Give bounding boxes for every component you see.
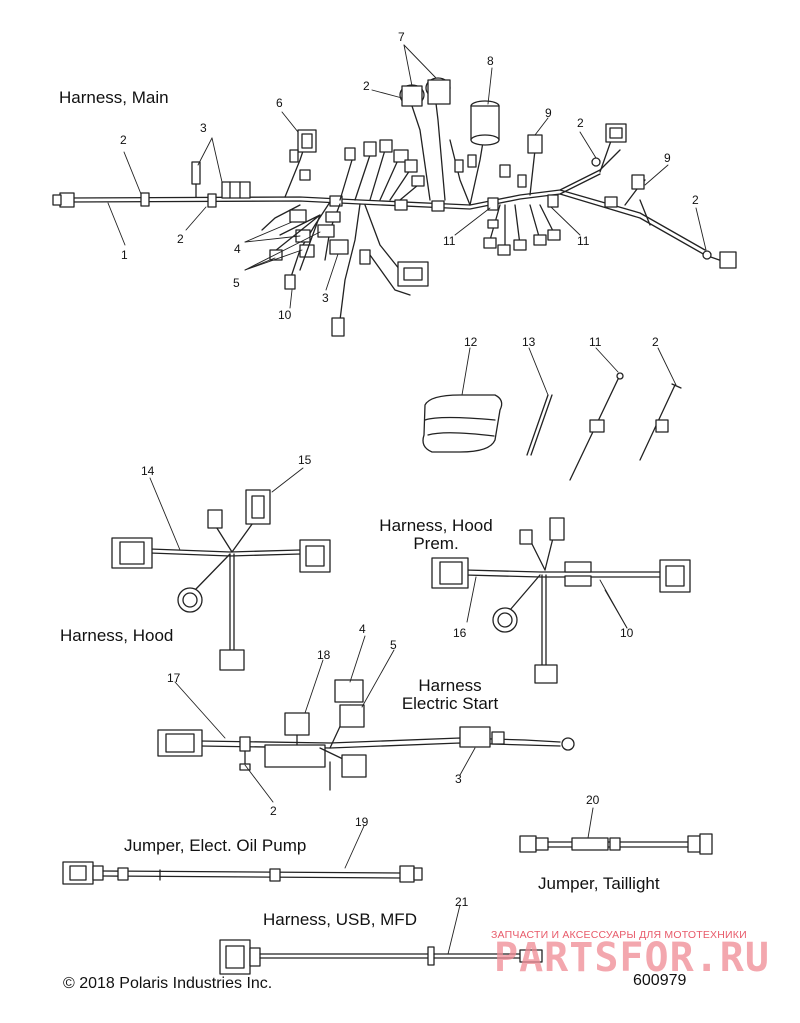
loose-parts-drawing xyxy=(422,372,682,481)
electric-start-harness-drawing xyxy=(157,679,575,791)
callout-3: 3 xyxy=(200,121,207,135)
callout-7: 7 xyxy=(398,30,405,44)
label-harness-electric-start-line1: Harness xyxy=(418,676,482,695)
callout-16: 16 xyxy=(453,626,467,640)
callout-12: 12 xyxy=(464,335,478,349)
callout-11: 11 xyxy=(577,234,590,248)
label-harness-usb-mfd: Harness, USB, MFD xyxy=(263,910,417,929)
leader-lines xyxy=(107,44,707,955)
hood-harness-drawing xyxy=(111,489,331,671)
label-harness-electric-start-line2: Electric Start xyxy=(401,693,499,713)
label-harness-hood-prem: Harness, Hood Prem. xyxy=(372,517,500,553)
callout-2: 2 xyxy=(270,804,277,818)
label-jumper-oil-pump: Jumper, Elect. Oil Pump xyxy=(124,836,307,855)
label-harness-hood-prem-line2: Prem. xyxy=(413,533,459,553)
callout-9: 9 xyxy=(664,151,671,165)
copyright-text: © 2018 Polaris Industries Inc. xyxy=(63,975,273,992)
callout-17: 17 xyxy=(167,671,181,685)
oil-pump-jumper-drawing xyxy=(62,861,423,885)
callout-11: 11 xyxy=(589,335,602,349)
label-harness-hood: Harness, Hood xyxy=(60,626,174,645)
callout-1: 1 xyxy=(121,248,128,262)
callout-3: 3 xyxy=(322,291,329,305)
callout-9: 9 xyxy=(545,106,552,120)
taillight-jumper-drawing xyxy=(519,833,713,855)
callout-14: 14 xyxy=(141,464,155,478)
hood-prem-harness-drawing xyxy=(431,517,691,684)
callout-4: 4 xyxy=(234,242,241,256)
callout-15: 15 xyxy=(298,453,312,467)
figure-number: 600979 xyxy=(633,972,687,989)
callout-18: 18 xyxy=(317,648,331,662)
callout-21: 21 xyxy=(455,895,469,909)
callout-19: 19 xyxy=(355,815,369,829)
callout-11: 11 xyxy=(443,234,456,248)
callout-2: 2 xyxy=(577,116,584,130)
callout-8: 8 xyxy=(487,54,494,68)
callout-4: 4 xyxy=(359,622,366,636)
callout-2: 2 xyxy=(692,193,699,207)
label-harness-hood-prem-line1: Harness, Hood xyxy=(379,516,493,535)
main-harness-drawing xyxy=(52,77,737,337)
callout-2: 2 xyxy=(652,335,659,349)
callout-20: 20 xyxy=(586,793,600,807)
callout-3: 3 xyxy=(455,772,462,786)
watermark-brand: PARTSFOR.RU xyxy=(494,935,770,981)
callout-2: 2 xyxy=(120,133,127,147)
callout-5: 5 xyxy=(233,276,240,290)
label-jumper-taillight: Jumper, Taillight xyxy=(538,874,660,893)
callout-10: 10 xyxy=(620,626,634,640)
callout-6: 6 xyxy=(276,96,283,110)
callout-13: 13 xyxy=(522,335,536,349)
watermark-tagline: ЗАПЧАСТИ И АКСЕССУАРЫ ДЛЯ МОТОТЕХНИКИ xyxy=(491,929,747,941)
callout-2: 2 xyxy=(363,79,370,93)
callout-5: 5 xyxy=(390,638,397,652)
callout-2: 2 xyxy=(177,232,184,246)
label-harness-main: Harness, Main xyxy=(59,88,169,107)
usb-mfd-harness-drawing xyxy=(219,939,543,975)
callout-10: 10 xyxy=(278,308,292,322)
label-harness-electric-start: Harness Electric Start xyxy=(395,677,505,713)
